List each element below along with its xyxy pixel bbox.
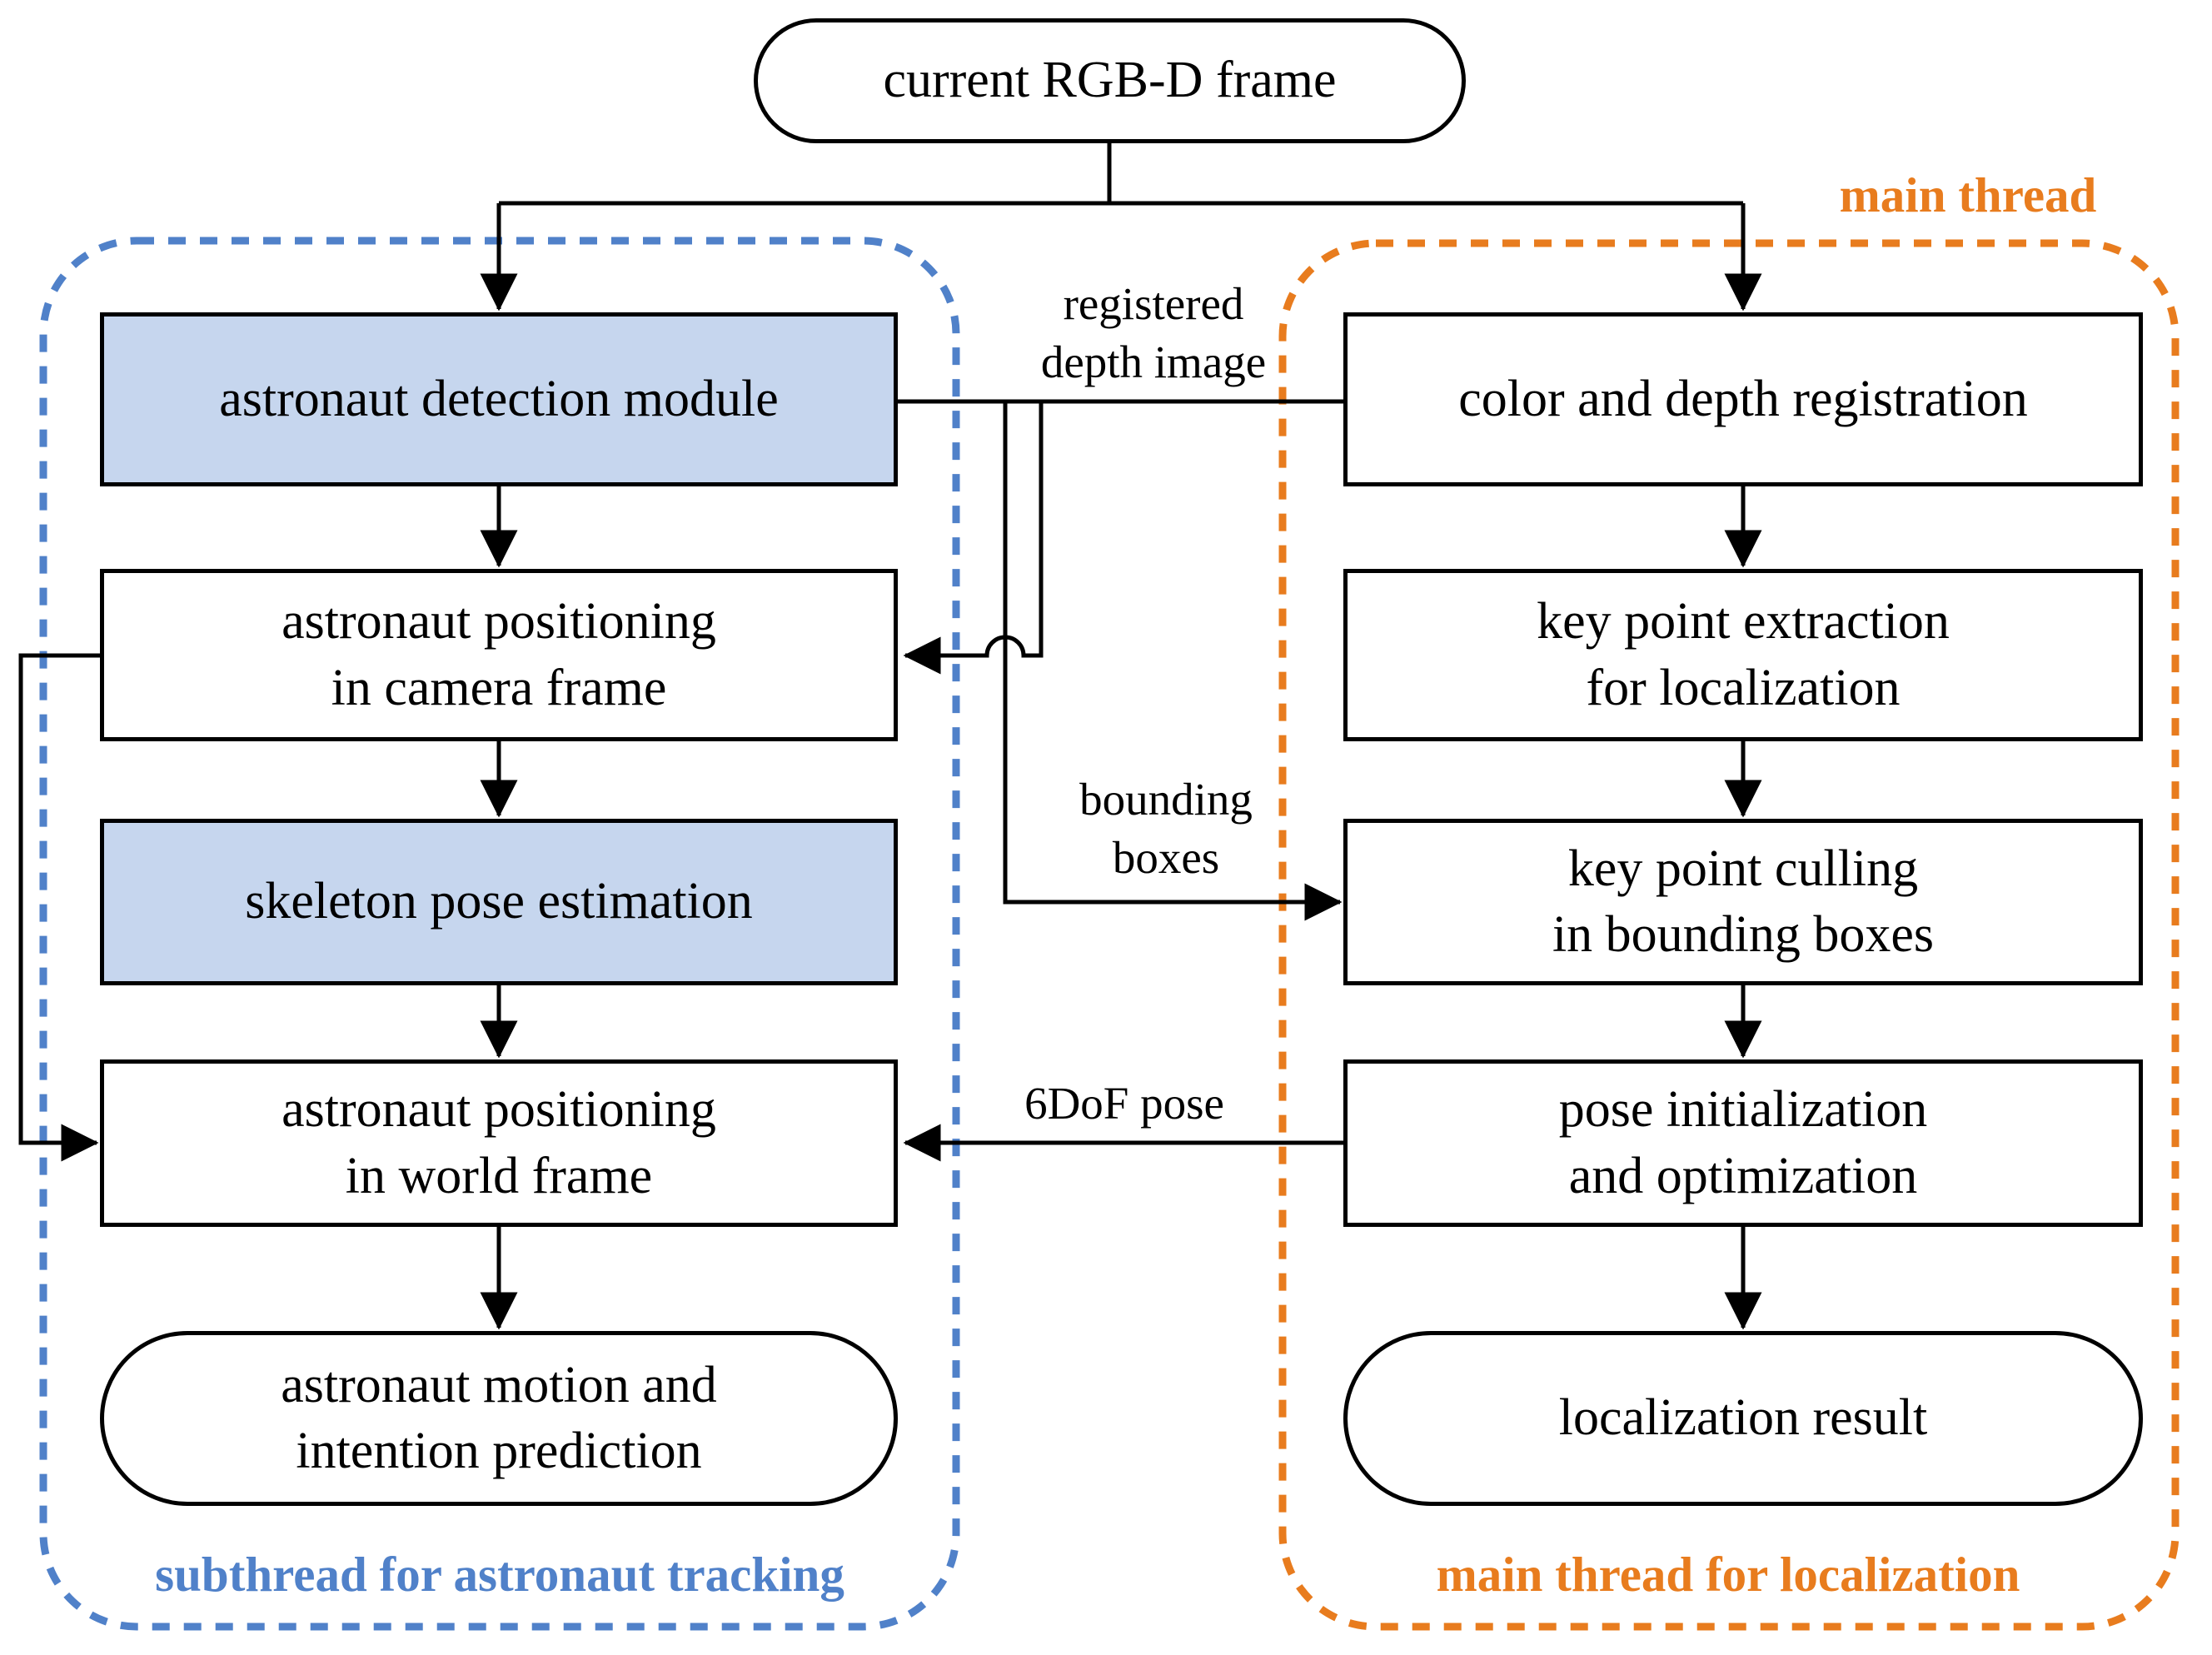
node-astronaut-detection-module: astronaut detection module xyxy=(100,312,898,486)
annotation-subthread-for-astronaut-tracking: subthread for astronaut tracking xyxy=(155,1547,844,1602)
node-localization-result: localization result xyxy=(1343,1331,2143,1506)
edge-label-bounding-boxes: bounding boxes xyxy=(1079,774,1253,883)
node-keypoint-extraction: key point extraction for localization xyxy=(1343,569,2143,741)
node-color-depth-registration: color and depth registration xyxy=(1343,312,2143,486)
node-keypoint-culling: key point culling in bounding boxes xyxy=(1343,819,2143,985)
annotation-main-thread: main thread xyxy=(1839,167,2097,222)
node-astronaut-positioning-camera-frame: astronaut positioning in camera frame xyxy=(100,569,898,741)
node-pose-initialization-optimization: pose initialization and optimization xyxy=(1343,1059,2143,1227)
node-astronaut-positioning-world-frame: astronaut positioning in world frame xyxy=(100,1059,898,1227)
node-current-rgbd-frame: current RGB-D frame xyxy=(754,18,1466,143)
edge-label-registered-depth-image: registered depth image xyxy=(1040,278,1267,387)
annotation-main-thread-for-localization: main thread for localization xyxy=(1436,1547,2020,1602)
node-skeleton-pose-estimation: skeleton pose estimation xyxy=(100,819,898,985)
edge-label-sixdof-pose: 6DoF pose xyxy=(1024,1078,1224,1129)
edge-registered-depth-image xyxy=(903,401,1044,675)
node-astronaut-motion-intention-prediction: astronaut motion and intention predictio… xyxy=(100,1331,898,1506)
edge-camera-to-world-feedback xyxy=(18,653,100,1162)
edge-bounding-boxes xyxy=(1003,401,1343,921)
main-thread-group-border xyxy=(1278,239,2180,1631)
